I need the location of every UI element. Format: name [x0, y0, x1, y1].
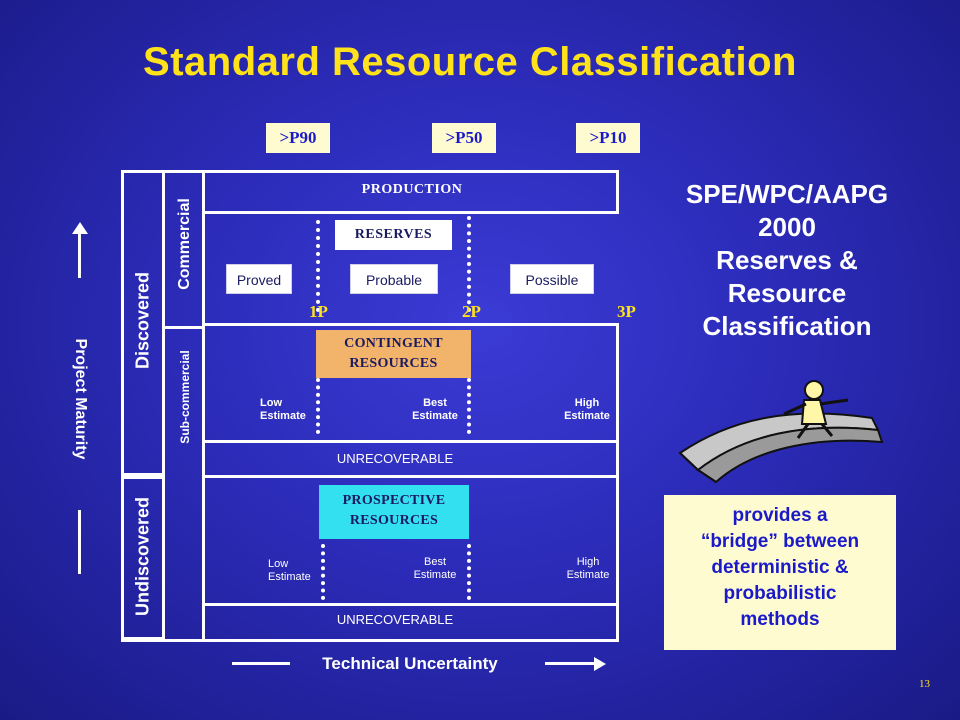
- uncertainty-line-right: [545, 662, 595, 665]
- probable-box: Probable: [350, 264, 438, 294]
- undiscovered-label: Undiscovered: [132, 496, 153, 617]
- prospective-high-estimate: High Estimate: [566, 556, 610, 581]
- bridge-note-line-4: probabilistic: [723, 583, 837, 604]
- proved-box: Proved: [226, 264, 292, 294]
- divider-1p: [316, 220, 320, 312]
- rule-undiscovered-right: [616, 475, 619, 642]
- production-label: PRODUCTION: [361, 182, 463, 197]
- undiscovered-frame: [121, 476, 165, 640]
- bridge-figure-icon: [678, 380, 884, 484]
- bridge-note-box: provides a “bridge” between deterministi…: [664, 495, 896, 650]
- sub-commercial-frame: [165, 326, 205, 476]
- reserves-box: RESERVES: [335, 220, 452, 250]
- page-number: 13: [919, 678, 930, 690]
- caption-line-4: Resource: [727, 278, 847, 308]
- rule-production-bottom: [205, 211, 619, 214]
- rule-bottom: [121, 639, 619, 642]
- rule-subcommercial-right: [616, 323, 619, 478]
- rule-production-right: [616, 170, 619, 214]
- possible-box: Possible: [510, 264, 594, 294]
- maturity-arrow-line-bottom: [78, 510, 81, 574]
- bridge-note-line-3: deterministic &: [711, 557, 849, 578]
- probability-p10: >P10: [576, 123, 640, 153]
- contingent-divider-low: [316, 378, 320, 434]
- prospective-low-estimate: Low Estimate: [268, 558, 311, 583]
- divider-2p: [467, 216, 471, 312]
- unrecoverable-label-1: UNRECOVERABLE: [336, 451, 454, 466]
- level-1p: 1P: [309, 302, 328, 321]
- caption-line-3: Reserves &: [716, 245, 858, 275]
- contingent-best-estimate: Best Estimate: [412, 397, 458, 422]
- undiscovered-spacer: [165, 476, 205, 640]
- rule-commercial-bottom: [205, 323, 619, 326]
- caption-line-2: 2000: [758, 212, 816, 242]
- uncertainty-arrowhead-icon: [594, 657, 606, 671]
- technical-uncertainty-label: Technical Uncertainty: [322, 654, 498, 673]
- contingent-resources-box: CONTINGENT RESOURCES: [316, 330, 471, 378]
- prospective-best-estimate: Best Estimate: [413, 556, 457, 581]
- level-2p: 2P: [462, 302, 481, 321]
- project-maturity-label: Project Maturity: [72, 338, 89, 460]
- unrecoverable-label-2: UNRECOVERABLE: [336, 612, 454, 627]
- prospective-divider-best: [467, 544, 471, 600]
- discovered-frame: [121, 170, 165, 476]
- probability-p50: >P50: [432, 123, 496, 153]
- contingent-high-estimate: High Estimate: [564, 397, 610, 422]
- bridge-note-line-2: “bridge” between: [700, 531, 860, 552]
- rule-top: [205, 170, 619, 173]
- classification-caption: SPE/WPC/AAPG 2000 Reserves & Resource Cl…: [663, 178, 911, 343]
- contingent-divider-best: [467, 378, 471, 434]
- caption-line-5: Classification: [702, 311, 872, 341]
- probability-p90: >P90: [266, 123, 330, 153]
- commercial-label: Commercial: [176, 198, 193, 290]
- rule-discovered-bottom: [205, 475, 619, 478]
- bridge-note-line-5: methods: [740, 609, 820, 630]
- contingent-low-estimate: Low Estimate: [260, 397, 306, 422]
- rule-unrecoverable2-top: [205, 603, 619, 606]
- sub-commercial-label: Sub-commercial: [178, 350, 192, 444]
- prospective-divider-low: [321, 544, 325, 600]
- discovered-label: Discovered: [132, 271, 153, 370]
- uncertainty-line-left: [232, 662, 290, 665]
- bridge-note-line-1: provides a: [732, 505, 828, 526]
- prospective-resources-box: PROSPECTIVE RESOURCES: [319, 485, 469, 539]
- maturity-arrowhead-icon: [72, 222, 88, 234]
- maturity-arrow-line-top: [78, 228, 81, 278]
- rule-unrecoverable-top: [205, 440, 619, 443]
- caption-line-1: SPE/WPC/AAPG: [685, 179, 889, 209]
- level-3p: 3P: [617, 302, 636, 321]
- commercial-frame: [165, 170, 205, 326]
- page-title: Standard Resource Classification: [143, 40, 797, 84]
